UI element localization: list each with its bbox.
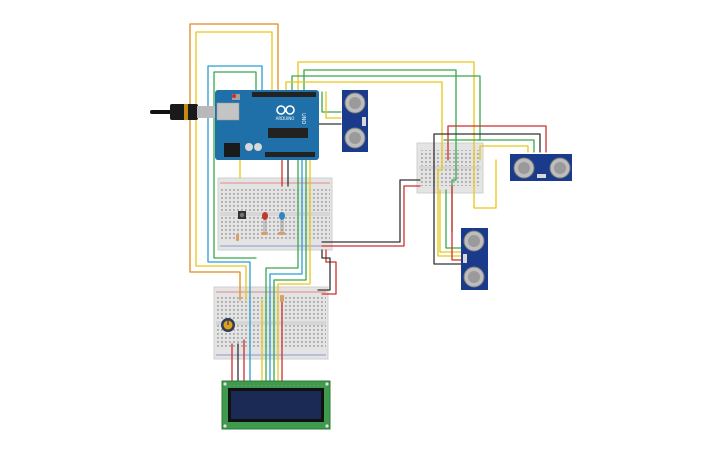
wire-sensor-top-1 bbox=[321, 91, 342, 113]
ultrasonic-sensor-top[interactable] bbox=[342, 90, 368, 152]
lcd-display[interactable] bbox=[221, 380, 331, 430]
wire-yellow-right-2 bbox=[285, 81, 463, 257]
wire-right-green bbox=[443, 139, 535, 153]
wire-bottom-yellow bbox=[439, 189, 463, 253]
arduino-uno-board[interactable]: ARDUINO UNO bbox=[215, 90, 319, 160]
wire-link-blue bbox=[269, 159, 303, 277]
breadboard-main[interactable] bbox=[217, 177, 333, 251]
lcd-screen bbox=[231, 391, 321, 419]
resistor[interactable] bbox=[280, 295, 284, 302]
wire-bb-link-black bbox=[317, 249, 331, 291]
board-model-text: UNO bbox=[300, 113, 306, 124]
wire-link-green-2 bbox=[273, 159, 307, 283]
wire-bb-black bbox=[321, 179, 421, 243]
ultrasonic-sensor-right[interactable] bbox=[510, 154, 572, 181]
usb-port bbox=[216, 102, 240, 121]
microcontroller-chip bbox=[268, 128, 308, 138]
wire-link-green bbox=[265, 159, 299, 271]
wire-yellow-left bbox=[195, 31, 273, 301]
reset-button bbox=[232, 94, 240, 100]
wire-sensor-top-2 bbox=[325, 91, 342, 119]
wire-bottom-green bbox=[445, 189, 463, 249]
blue-led[interactable] bbox=[279, 212, 285, 232]
wire-yellow-right bbox=[297, 61, 497, 209]
wire-bb-red bbox=[321, 185, 421, 247]
wire-bottom-red bbox=[451, 185, 463, 261]
wire-right-black bbox=[433, 133, 541, 265]
breadboard-right[interactable] bbox=[416, 142, 484, 194]
wire-green-right-2 bbox=[291, 75, 481, 141]
wires bbox=[189, 23, 547, 383]
wire-blue-left bbox=[207, 65, 263, 381]
analog-header bbox=[265, 152, 315, 157]
wire-right-yellow bbox=[479, 145, 529, 161]
wire-orange bbox=[189, 23, 279, 301]
push-button[interactable] bbox=[238, 211, 246, 219]
wire-green-left bbox=[213, 71, 257, 259]
usb-cable[interactable] bbox=[150, 104, 217, 120]
capacitor bbox=[245, 143, 253, 151]
resistor[interactable] bbox=[278, 232, 285, 235]
wire-link-yellow bbox=[277, 159, 311, 287]
board-brand-text: ARDUINO bbox=[276, 116, 295, 121]
capacitor bbox=[254, 143, 262, 151]
red-led[interactable] bbox=[262, 212, 268, 232]
power-jack bbox=[224, 143, 240, 157]
ultrasonic-sensor-bottom[interactable] bbox=[461, 228, 488, 290]
arduino-logo-icon bbox=[276, 105, 295, 115]
potentiometer[interactable] bbox=[221, 318, 235, 332]
wire-right-red bbox=[447, 125, 547, 161]
resistor[interactable] bbox=[261, 232, 268, 235]
reset-button-cap bbox=[232, 94, 236, 98]
digital-header bbox=[252, 92, 316, 97]
resistor[interactable] bbox=[236, 234, 239, 241]
